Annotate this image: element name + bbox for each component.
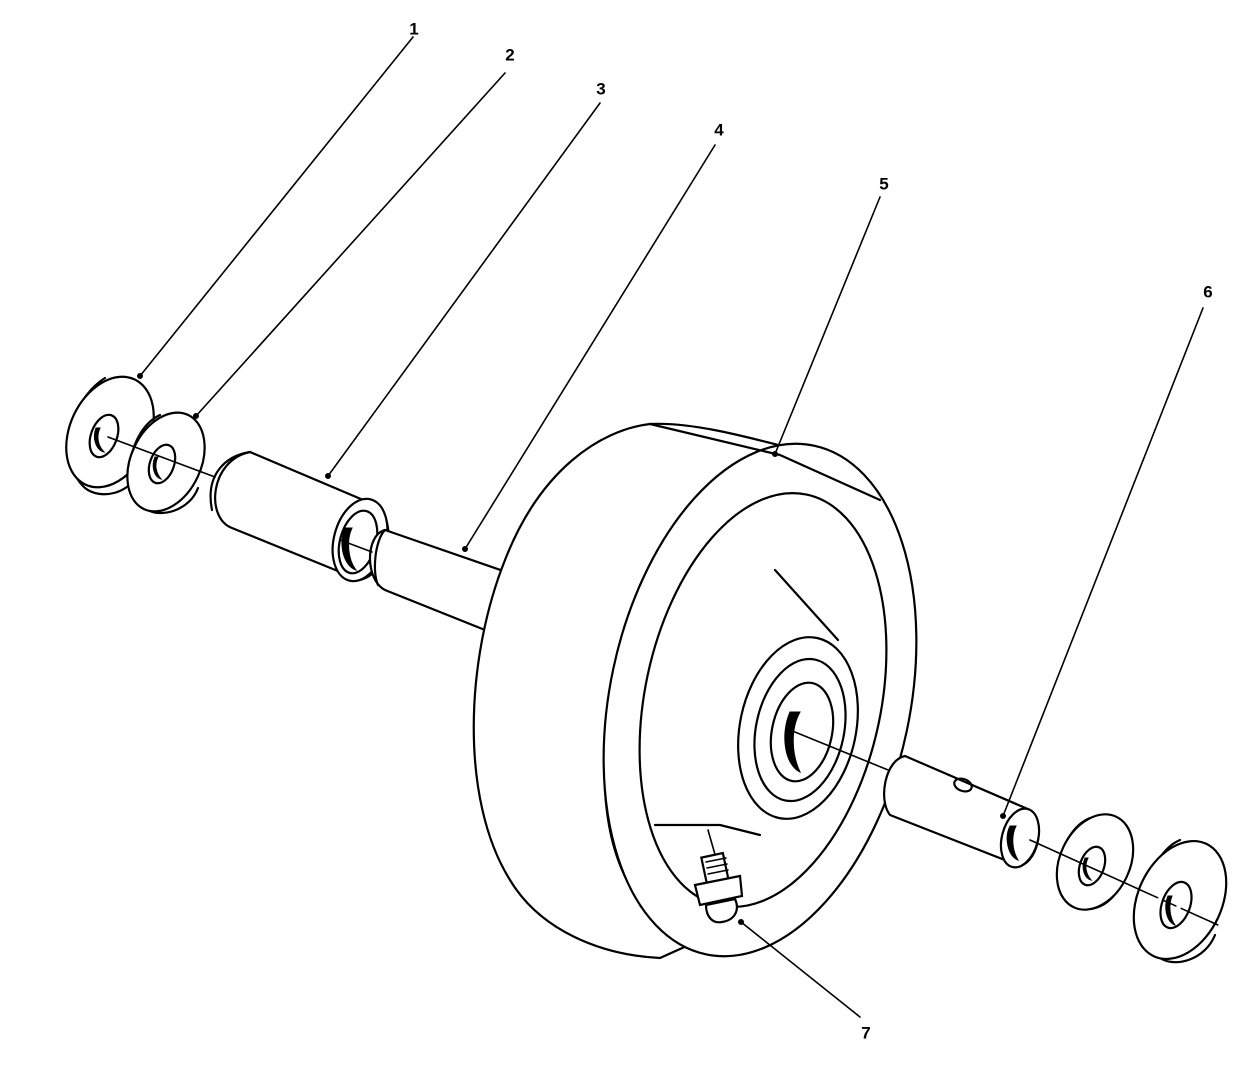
leader-line-6	[1002, 307, 1204, 817]
callout-1: 1	[409, 19, 418, 38]
leader-line-7	[740, 921, 861, 1018]
callout-2: 2	[505, 45, 514, 64]
callout-4: 4	[714, 120, 724, 139]
center-line-left-2	[339, 539, 373, 553]
center-line-right	[789, 729, 894, 773]
wheel	[472, 422, 918, 960]
callout-6: 6	[1203, 282, 1212, 301]
center-line-left	[107, 436, 216, 478]
center-line-right-2	[1029, 839, 1241, 936]
leader-line-5	[774, 196, 881, 455]
leader-line-4	[464, 144, 716, 550]
washer-right-inner	[1055, 813, 1135, 911]
washer-right-outer	[1132, 838, 1228, 964]
leader-lines	[137, 36, 1204, 1018]
leader-line-1	[139, 36, 414, 377]
washer-left-inner	[126, 411, 206, 515]
callout-3: 3	[596, 79, 605, 98]
callout-5: 5	[879, 174, 888, 193]
bushing-right	[883, 754, 1041, 869]
leader-line-2	[195, 72, 506, 417]
leader-line-3	[327, 102, 601, 477]
axle-shaft	[368, 528, 517, 632]
callout-7: 7	[861, 1023, 870, 1042]
bushing-left	[209, 450, 390, 583]
grease-fitting	[693, 829, 744, 924]
